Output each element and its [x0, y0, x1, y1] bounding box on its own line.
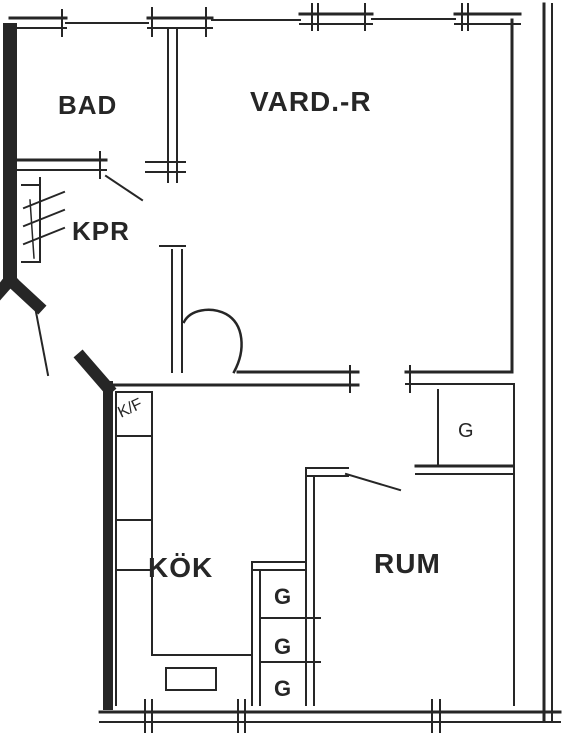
mark-g-closet-2: G — [274, 634, 292, 659]
mark-g-closet-3: G — [274, 676, 292, 701]
room-label-kok: KÖK — [148, 552, 214, 583]
mark-g-closet-1: G — [274, 584, 292, 609]
room-label-rum: RUM — [374, 548, 441, 579]
wardrobe-top — [414, 383, 515, 706]
closet-shelves — [21, 177, 66, 263]
rum-partition — [305, 467, 402, 706]
mark-g-wardrobe: G — [458, 420, 474, 442]
room-label-kpr: KPR — [72, 216, 130, 246]
outer-walls — [8, 2, 562, 733]
left-wall — [0, 23, 117, 710]
room-label-bad: BAD — [58, 90, 118, 120]
bathroom-walls — [12, 27, 186, 202]
room-label-vardagsrum: VARD.-R — [250, 86, 372, 117]
hall-partition — [110, 245, 514, 393]
kitchen-counters — [115, 391, 251, 691]
closets-bottom — [251, 561, 321, 706]
